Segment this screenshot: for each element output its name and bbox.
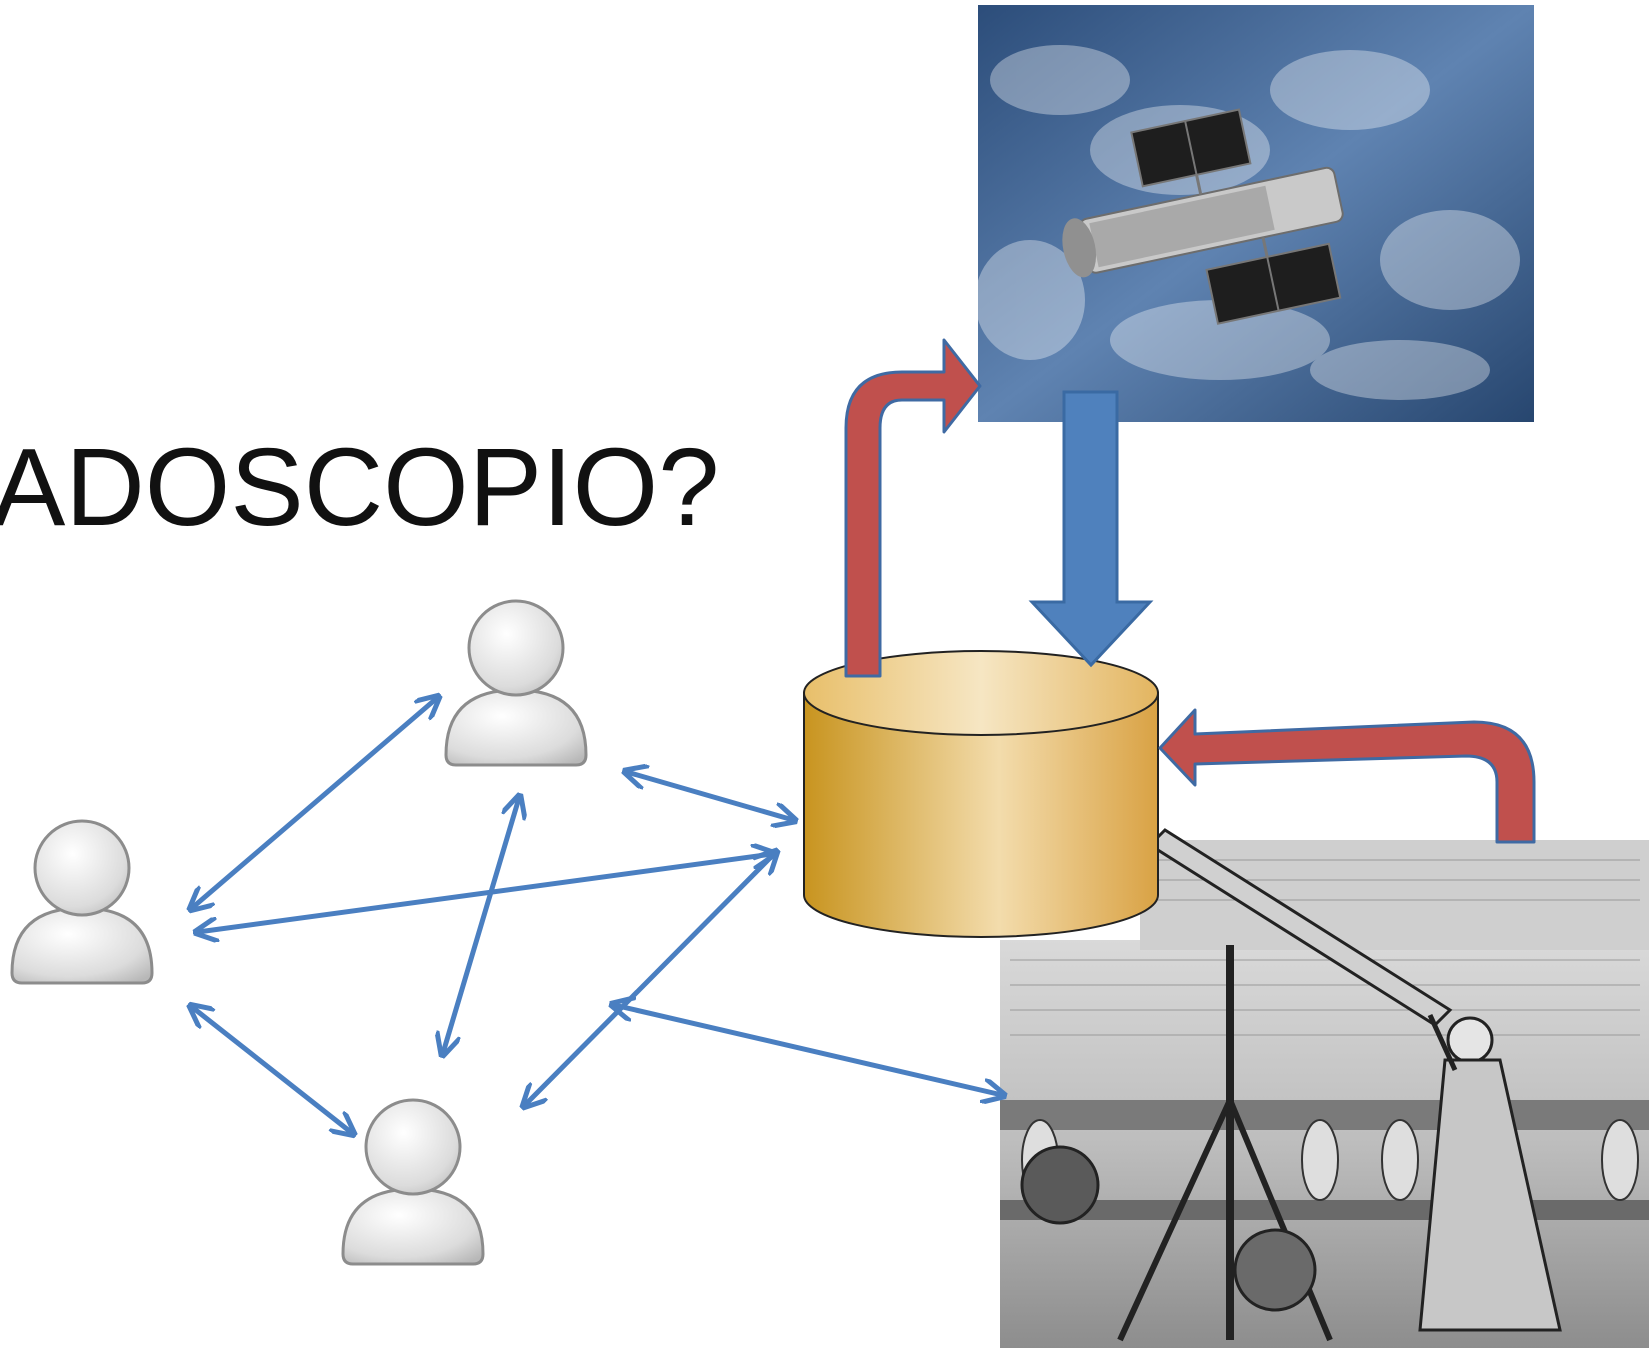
space-telescope-photo: [975, 5, 1534, 422]
upload-to-space-telescope-arrow: [844, 338, 982, 678]
historic-telescope-engraving: [1000, 828, 1649, 1348]
slide-title: ADOSCOPIO?: [0, 426, 719, 549]
arrow-top-to-database: [627, 772, 793, 820]
telescope-tube: [1020, 828, 1453, 1342]
user-icon-top: [444, 599, 588, 767]
arrow-left-to-bottom: [192, 1007, 352, 1133]
upload-from-historic-telescope-arrow: [1158, 708, 1536, 844]
user-icon-bottom: [341, 1098, 485, 1266]
arrow-bottom-to-database: [525, 853, 775, 1105]
arrow-top-to-bottom: [443, 798, 519, 1053]
database-icon: [803, 650, 1159, 938]
user-icon-left: [10, 819, 154, 985]
arrow-bottom-to-historic-telescope: [614, 1005, 1002, 1095]
engraving-sky-hatching: [1010, 859, 1640, 1036]
network-arrows: [192, 698, 1002, 1133]
hubble-icon: [1062, 108, 1344, 325]
download-to-database-arrow: [1028, 390, 1154, 668]
arrow-left-to-top: [192, 698, 437, 908]
astronomer-figure: [1418, 1013, 1562, 1332]
